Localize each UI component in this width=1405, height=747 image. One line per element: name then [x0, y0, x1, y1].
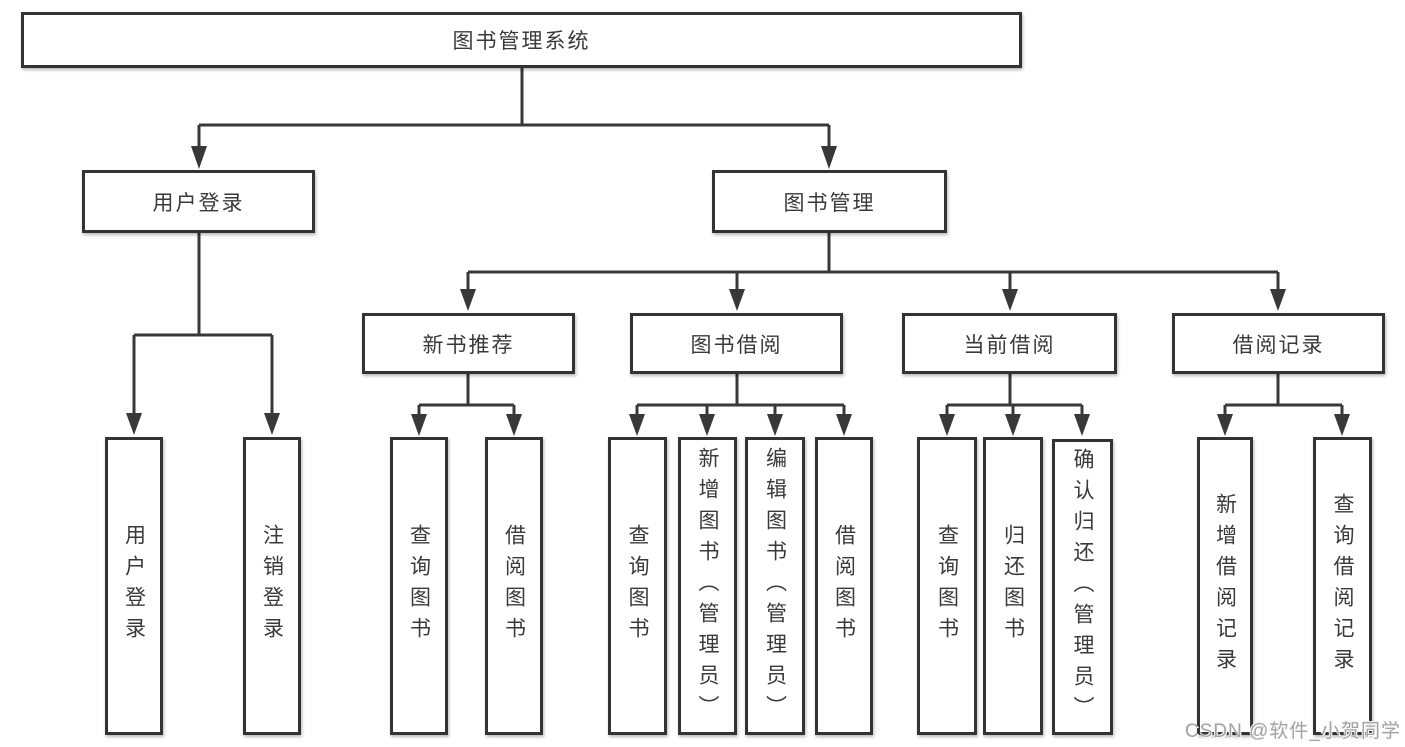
node-root-label: 图书管理系统	[452, 30, 591, 53]
leaf-edit-books-admin-label: 编辑图书（管理员）	[763, 446, 787, 726]
leaf-user-login-label: 用户登录	[122, 524, 146, 648]
node-book-borrowing: 图书借阅	[630, 313, 843, 374]
node-new-book-recommend: 新书推荐	[362, 313, 575, 374]
leaf-add-books-admin-label: 新增图书（管理员）	[696, 446, 719, 726]
leaf-add-borrow-record: 新增借阅记录	[1197, 437, 1253, 735]
csdn-watermark: CSDN @软件_小贺同学	[1185, 721, 1401, 742]
leaf-borrow-books-label: 借阅图书	[832, 524, 856, 648]
leaf-logout-label: 注销登录	[260, 524, 284, 648]
leaf-logout: 注销登录	[243, 437, 301, 735]
node-book-management-label: 图书管理	[783, 191, 876, 215]
leaf-borrow-books: 借阅图书	[815, 437, 873, 735]
node-borrowing-records: 借阅记录	[1172, 313, 1385, 374]
leaf-borrow-books-recommend: 借阅图书	[485, 437, 543, 735]
node-root: 图书管理系统	[21, 12, 1022, 68]
node-borrowing-records-label: 借阅记录	[1232, 333, 1325, 357]
node-current-borrowing: 当前借阅	[902, 313, 1117, 374]
leaf-query-books-borrowing: 查询图书	[608, 437, 667, 735]
node-book-management: 图书管理	[712, 170, 947, 233]
node-new-book-recommend-label: 新书推荐	[422, 333, 515, 357]
leaf-borrow-books-recommend-label: 借阅图书	[502, 524, 526, 648]
leaf-query-borrow-record: 查询借阅记录	[1313, 437, 1372, 735]
leaf-add-books-admin: 新增图书（管理员）	[678, 437, 737, 735]
leaf-query-borrow-record-label: 查询借阅记录	[1331, 493, 1354, 679]
leaf-confirm-return-admin: 确认归还（管理员）	[1052, 439, 1113, 735]
leaf-confirm-return-admin-label: 确认归还（管理员）	[1071, 447, 1094, 727]
leaf-query-books-recommend: 查询图书	[390, 437, 448, 735]
leaf-edit-books-admin: 编辑图书（管理员）	[745, 437, 805, 735]
node-user-login: 用户登录	[82, 170, 315, 233]
leaf-user-login: 用户登录	[105, 437, 163, 735]
node-current-borrowing-label: 当前借阅	[963, 333, 1056, 357]
node-book-borrowing-label: 图书借阅	[690, 333, 783, 357]
leaf-query-books-borrowing-label: 查询图书	[626, 524, 649, 648]
leaf-query-books-current-label: 查询图书	[935, 524, 959, 648]
leaf-query-books-recommend-label: 查询图书	[407, 524, 431, 648]
node-user-login-label: 用户登录	[152, 191, 245, 215]
leaf-add-borrow-record-label: 新增借阅记录	[1213, 493, 1237, 679]
leaf-return-books: 归还图书	[983, 437, 1043, 735]
leaf-return-books-label: 归还图书	[1001, 524, 1025, 648]
leaf-query-books-current: 查询图书	[917, 437, 977, 735]
